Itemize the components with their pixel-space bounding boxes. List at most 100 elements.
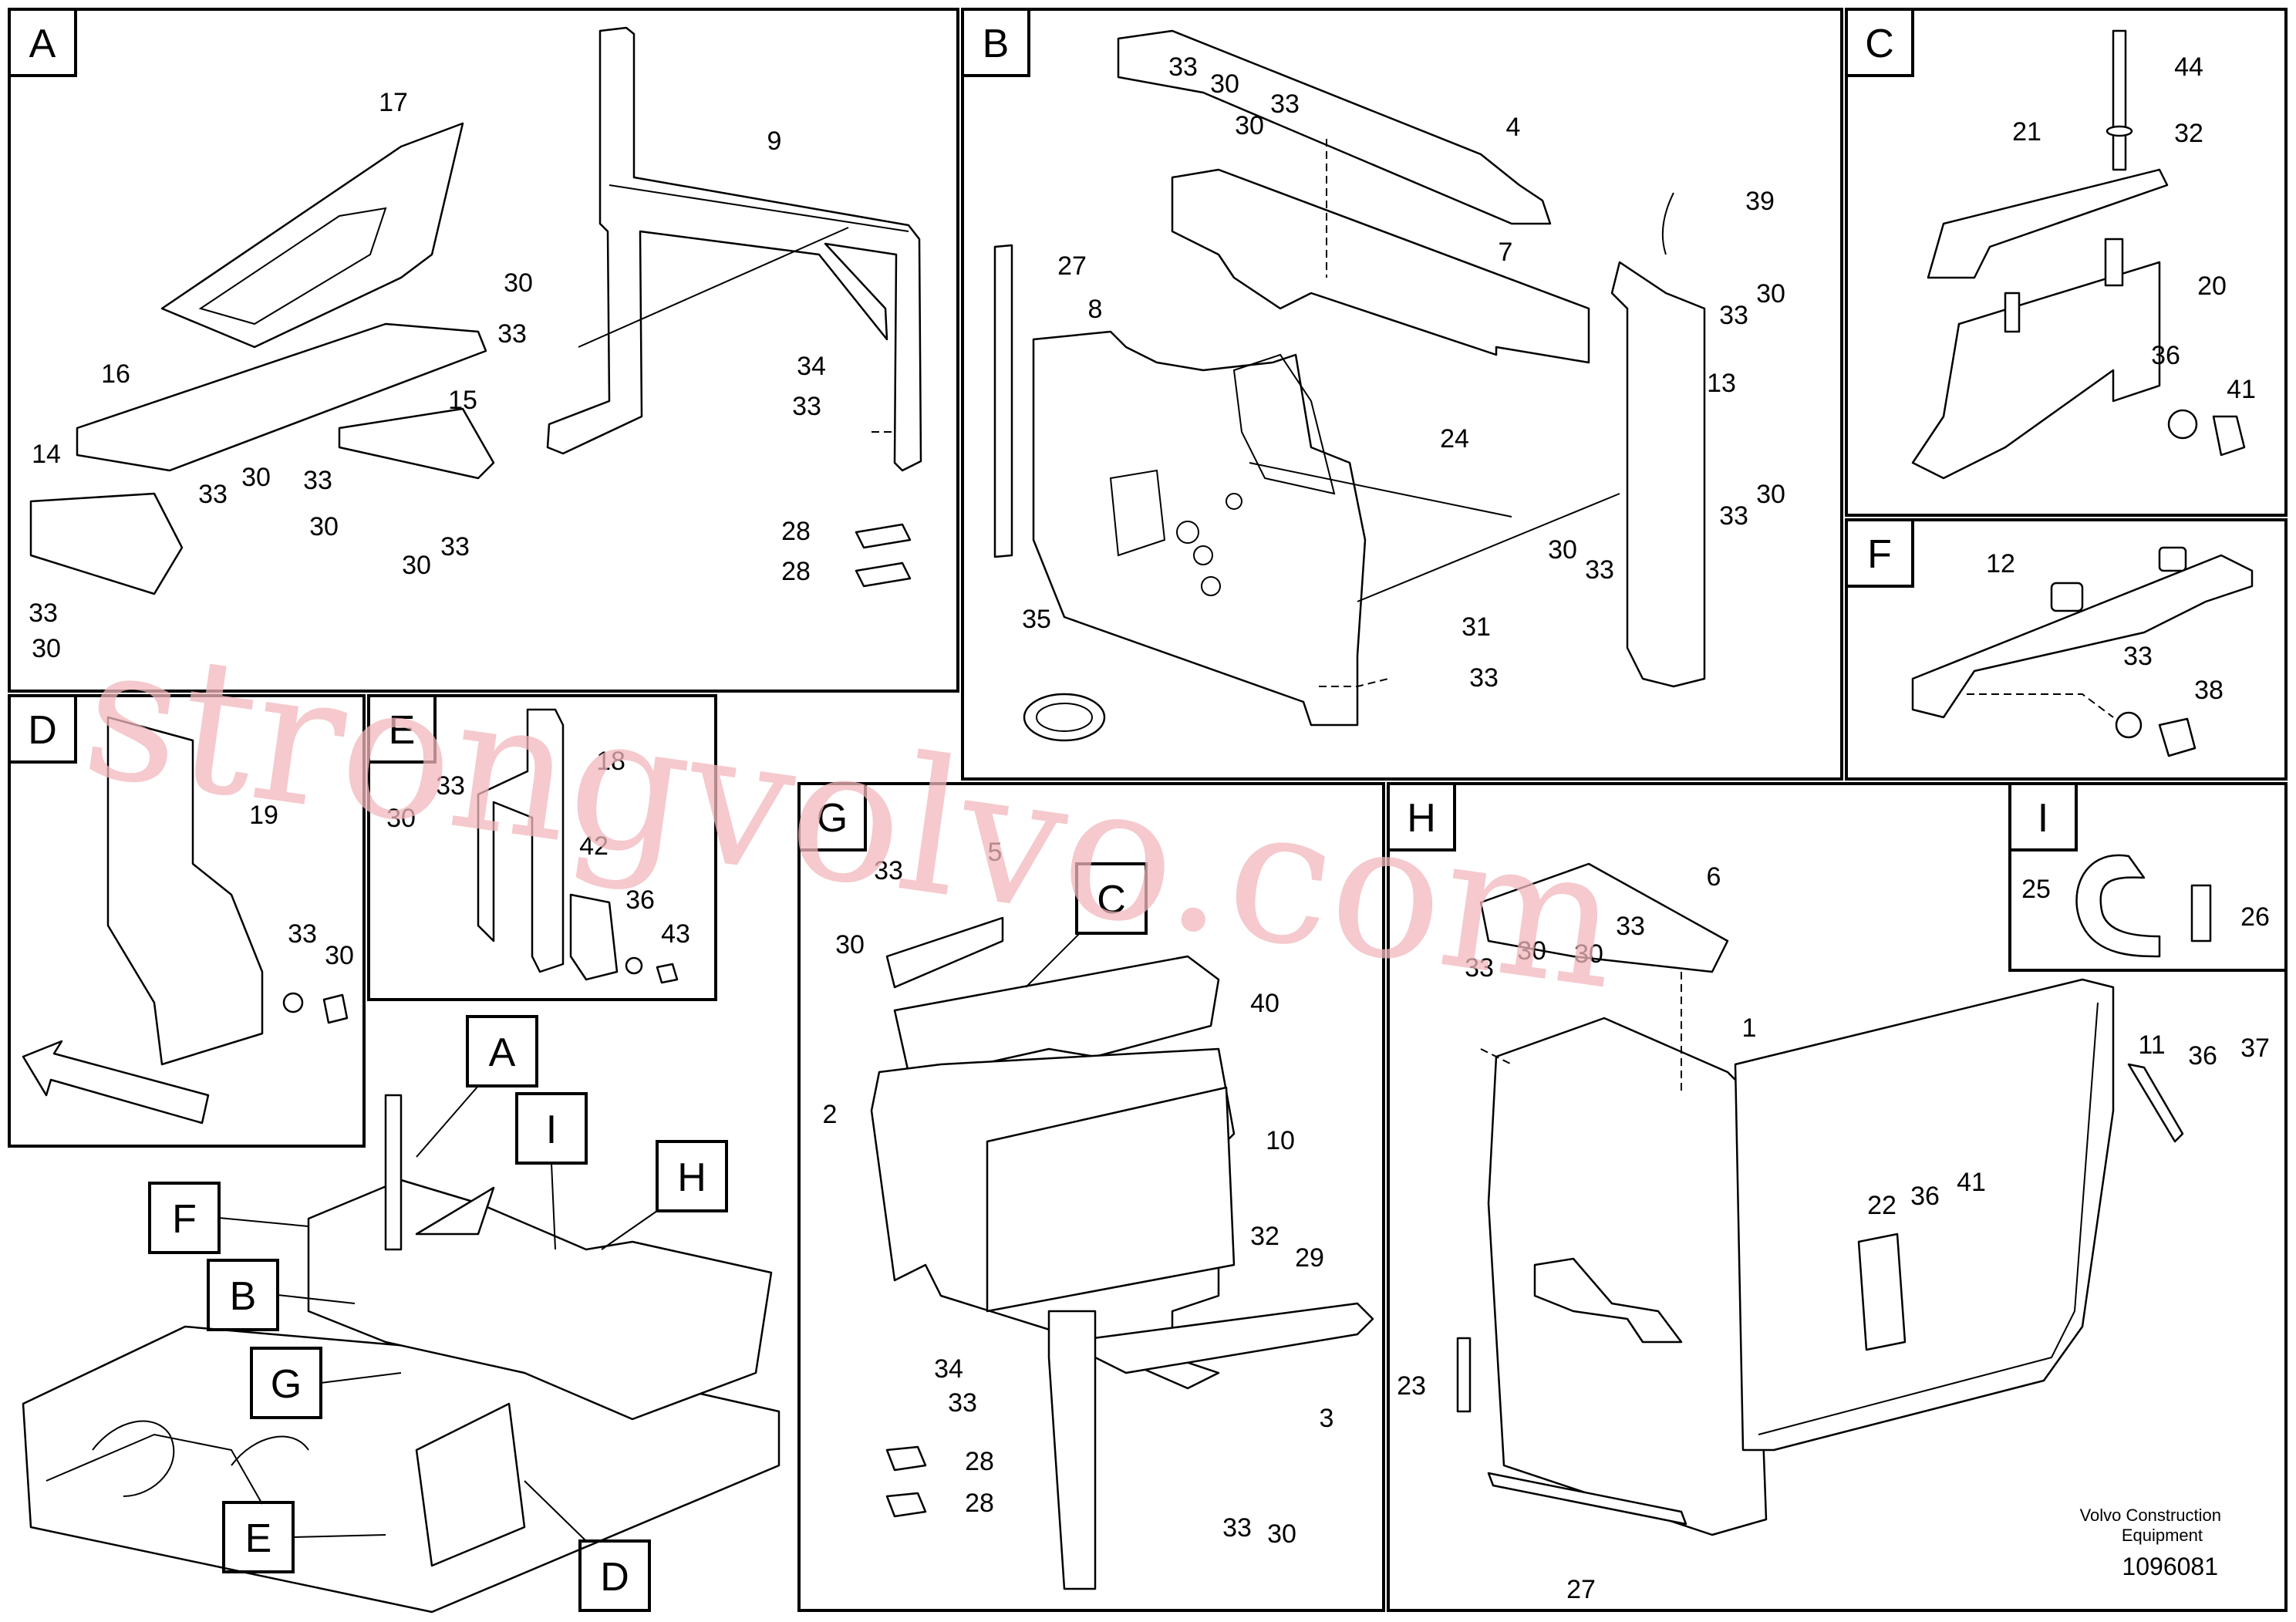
svg-text:G: G — [817, 796, 848, 841]
panel-tags: A B C F D E G H I — [8, 8, 2078, 851]
label-30: 30 — [1267, 1519, 1296, 1549]
panel-tag-c: C — [1845, 8, 1914, 77]
overview-callouts: A F I H B G E D — [148, 1015, 728, 1612]
label-33: 33 — [1719, 501, 1748, 531]
label-41: 41 — [2227, 375, 2256, 404]
svg-text:A: A — [29, 22, 56, 66]
svg-text:A: A — [489, 1030, 516, 1075]
label-38: 38 — [2194, 676, 2224, 705]
svg-text:B: B — [983, 22, 1010, 66]
label-30: 30 — [386, 804, 416, 833]
label-28: 28 — [781, 557, 811, 586]
panel-b-drawing: 33 30 33 30 4 7 39 27 8 13 24 35 30 33 3… — [993, 29, 1785, 742]
panel-tag-a: A — [8, 8, 77, 77]
label-5: 5 — [988, 838, 1003, 867]
label-30: 30 — [1235, 111, 1264, 140]
label-20: 20 — [2197, 271, 2227, 301]
callout-b: B — [207, 1259, 356, 1331]
label-27: 27 — [1057, 251, 1087, 281]
label-39: 39 — [1745, 187, 1775, 216]
label-33: 33 — [436, 771, 465, 801]
label-33: 33 — [874, 856, 903, 885]
callout-f: F — [148, 1182, 309, 1254]
svg-text:F: F — [1867, 532, 1892, 577]
label-36: 36 — [625, 885, 655, 915]
callout-h: H — [601, 1140, 728, 1250]
label-12: 12 — [1986, 549, 2015, 578]
label-34: 34 — [934, 1354, 963, 1384]
label-14: 14 — [32, 440, 61, 469]
callout-g: G — [250, 1347, 402, 1419]
svg-text:F: F — [172, 1197, 197, 1242]
label-17: 17 — [379, 88, 408, 117]
svg-text:D: D — [600, 1555, 629, 1600]
label-33: 33 — [1719, 301, 1748, 330]
panel-frames — [8, 8, 2288, 1612]
label-30: 30 — [402, 551, 431, 580]
panel-a-drawing: 17 9 16 14 15 30 33 34 33 28 28 33 30 33… — [29, 26, 922, 663]
label-23: 23 — [1397, 1371, 1426, 1401]
label-33: 33 — [440, 532, 470, 561]
label-36: 36 — [2188, 1041, 2217, 1071]
label-33: 33 — [288, 919, 317, 949]
label-22: 22 — [1867, 1191, 1896, 1220]
label-33: 33 — [1465, 953, 1494, 983]
label-4: 4 — [1506, 113, 1521, 142]
svg-text:C: C — [1865, 22, 1894, 66]
label-11: 11 — [2138, 1030, 2165, 1060]
label-30: 30 — [504, 268, 533, 298]
panel-tag-g: G — [797, 782, 867, 851]
panel-tag-h: H — [1387, 782, 1456, 851]
label-33: 33 — [29, 599, 58, 628]
panel-h-drawing: 6 33 30 30 33 1 11 36 37 22 36 41 23 27 — [1397, 862, 2270, 1604]
label-18: 18 — [596, 747, 625, 776]
label-35: 35 — [1022, 605, 1051, 634]
callout-i: I — [515, 1092, 588, 1250]
label-3: 3 — [1320, 1404, 1334, 1433]
label-21: 21 — [2012, 117, 2041, 147]
label-30: 30 — [1574, 939, 1603, 969]
label-33: 33 — [198, 480, 228, 509]
label-13: 13 — [1707, 369, 1736, 398]
panel-tag-f: F — [1845, 518, 1914, 588]
panel-f-drawing: 12 33 38 — [1911, 546, 2254, 757]
panel-g-drawing: 5 33 30 40 2 10 32 29 34 33 28 28 3 33 3… — [823, 838, 1374, 1590]
svg-text:D: D — [28, 708, 57, 753]
label-8: 8 — [1088, 295, 1103, 324]
label-30: 30 — [1756, 480, 1785, 509]
callout-e: E — [222, 1501, 386, 1573]
callout-d: D — [524, 1480, 651, 1612]
label-30: 30 — [241, 463, 271, 492]
label-30: 30 — [1548, 535, 1577, 565]
label-30: 30 — [32, 634, 61, 663]
label-29: 29 — [1295, 1243, 1324, 1273]
label-33: 33 — [1616, 912, 1645, 941]
overview-machine — [22, 1094, 781, 1614]
svg-text:H: H — [677, 1155, 706, 1200]
label-31: 31 — [1462, 612, 1491, 642]
label-33: 33 — [303, 466, 332, 495]
label-26: 26 — [2240, 902, 2270, 932]
svg-text:G: G — [271, 1362, 302, 1407]
label-32: 32 — [1250, 1222, 1279, 1251]
panel-tag-b: B — [961, 8, 1030, 77]
panel-i-drawing: 25 26 — [2021, 854, 2270, 958]
footer-number: 1096081 — [2122, 1553, 2218, 1580]
svg-text:C: C — [1097, 878, 1126, 922]
label-16: 16 — [101, 359, 130, 389]
label-28: 28 — [781, 517, 811, 546]
label-30: 30 — [1210, 69, 1239, 99]
panel-tag-i: I — [2008, 782, 2078, 851]
label-41: 41 — [1957, 1168, 1986, 1197]
label-33: 33 — [497, 319, 527, 349]
label-30: 30 — [835, 930, 865, 959]
watermark: strongvolvo.com — [72, 602, 1632, 1031]
label-25: 25 — [2021, 875, 2051, 904]
label-36: 36 — [2151, 341, 2180, 370]
label-30: 30 — [309, 512, 339, 541]
label-34: 34 — [797, 352, 826, 381]
label-33: 33 — [1270, 89, 1300, 119]
footer: Volvo Construction Equipment 1096081 — [2080, 1506, 2221, 1580]
label-33: 33 — [948, 1388, 977, 1418]
